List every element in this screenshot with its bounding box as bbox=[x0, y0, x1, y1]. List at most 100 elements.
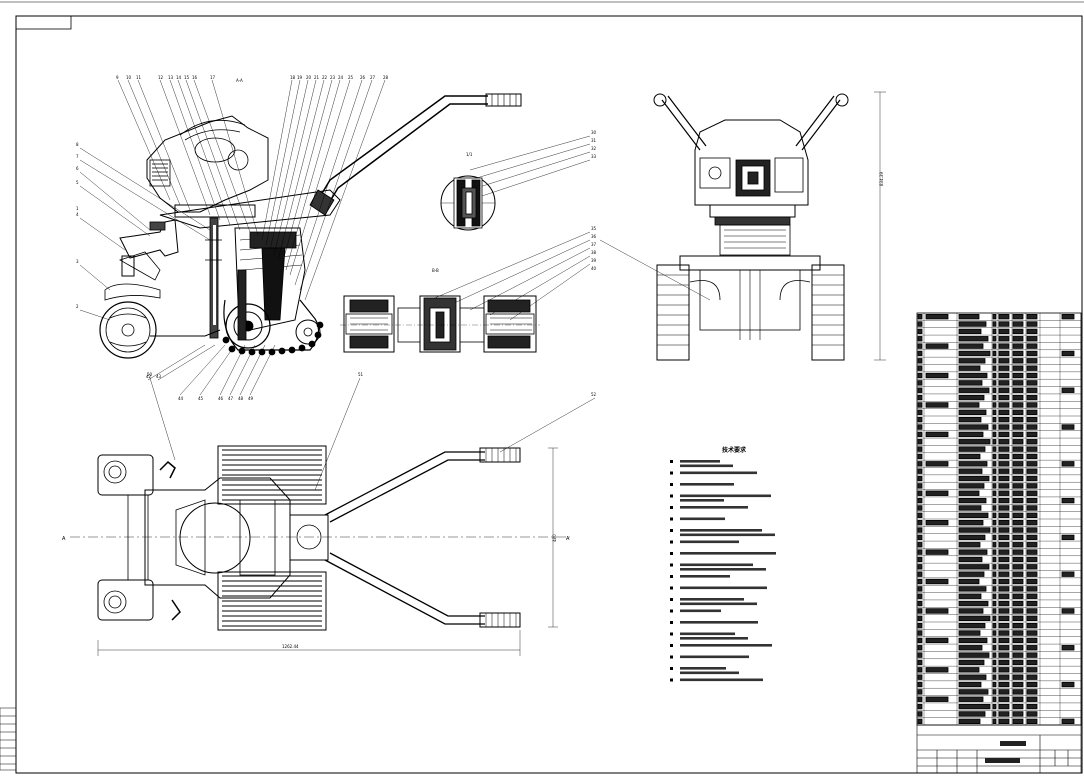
title-block bbox=[916, 724, 1082, 774]
note-number bbox=[670, 644, 673, 647]
bom-cell-text bbox=[1012, 380, 1024, 386]
bom-cell-text bbox=[998, 402, 1010, 408]
bom-cell-text bbox=[917, 505, 923, 511]
note-number bbox=[670, 632, 673, 636]
bom-cell-text bbox=[992, 718, 997, 724]
bom-cell-text bbox=[917, 439, 923, 445]
bom-cell-text bbox=[998, 696, 1010, 702]
bom-cell-text bbox=[1012, 593, 1024, 599]
bom-cell-text bbox=[1026, 564, 1038, 570]
note-number bbox=[670, 667, 673, 670]
bom-cell-text bbox=[1012, 615, 1024, 621]
note-line bbox=[680, 655, 749, 659]
note-line bbox=[680, 637, 748, 640]
note-line bbox=[680, 598, 744, 601]
bom-cell-text bbox=[1026, 372, 1038, 379]
bom-cell-text bbox=[1012, 681, 1024, 688]
plan-track-top bbox=[217, 445, 327, 505]
note-line bbox=[680, 667, 726, 670]
bom-cell-text bbox=[958, 645, 983, 651]
bom-cell-text bbox=[998, 542, 1010, 548]
bom-cell-text bbox=[998, 556, 1010, 563]
note-number bbox=[670, 483, 673, 486]
callout-51: 51 bbox=[358, 372, 364, 377]
bom-cell-text bbox=[1012, 394, 1024, 401]
bom-cell-text bbox=[992, 490, 997, 496]
bom-cell-text bbox=[917, 578, 923, 585]
bom-cell-text bbox=[958, 586, 987, 592]
dim-height: 834.39 bbox=[879, 172, 884, 186]
bom-cell-text bbox=[1012, 623, 1024, 629]
note-number bbox=[670, 552, 673, 555]
bom-cell-text bbox=[917, 343, 923, 349]
bom-cell-text bbox=[925, 667, 949, 673]
callout-12: 12 bbox=[158, 75, 164, 80]
side-revision-strip bbox=[0, 707, 17, 771]
callout-26: 26 bbox=[360, 75, 366, 80]
bom-cell-text bbox=[917, 534, 923, 541]
bom-cell-text bbox=[1026, 409, 1038, 415]
corner-tab bbox=[15, 15, 72, 30]
bom-cell-text bbox=[1026, 394, 1038, 401]
dim-length: 1262.44 bbox=[282, 644, 299, 649]
bom-cell-text bbox=[992, 313, 997, 320]
bom-cell-text bbox=[917, 564, 923, 570]
bom-cell-text bbox=[992, 446, 997, 452]
note-line bbox=[680, 464, 733, 468]
callout-25: 25 bbox=[348, 75, 354, 80]
sheet-border bbox=[15, 15, 1083, 774]
callout-23: 23 bbox=[330, 75, 336, 80]
bom-cell-text bbox=[992, 527, 997, 533]
bom-cell-text bbox=[992, 461, 997, 467]
callout-43: 43 bbox=[156, 374, 162, 379]
bom-cell-text bbox=[1012, 608, 1024, 614]
callout-21: 21 bbox=[314, 75, 320, 80]
bom-cell-text bbox=[958, 534, 986, 541]
note-line bbox=[680, 471, 757, 475]
bom-cell-text bbox=[917, 586, 923, 592]
bom-cell-text bbox=[917, 674, 923, 680]
bom-cell-text bbox=[925, 608, 949, 614]
bom-cell-text bbox=[998, 358, 1010, 364]
callout-1: 1 bbox=[76, 206, 79, 211]
bom-cell-text bbox=[998, 380, 1010, 386]
notes-title: 技术要求 bbox=[722, 446, 747, 454]
note-number bbox=[670, 563, 673, 567]
bom-cell-text bbox=[917, 387, 923, 393]
bom-cell-text bbox=[958, 608, 984, 614]
bom-cell-text bbox=[998, 365, 1010, 371]
bom-cell-text bbox=[958, 439, 991, 445]
bom-cell-text bbox=[1061, 313, 1075, 320]
bom-cell-text bbox=[998, 571, 1010, 577]
callout-35: 35 bbox=[591, 226, 597, 231]
bom-cell-text bbox=[992, 645, 997, 651]
bom-cell-text bbox=[925, 549, 949, 555]
callout-39: 39 bbox=[591, 258, 597, 263]
callout-10: 10 bbox=[126, 75, 132, 80]
note-number bbox=[670, 494, 673, 498]
bom-cell-text bbox=[1061, 718, 1075, 724]
bom-cell-text bbox=[917, 703, 923, 710]
bom-cell-text bbox=[958, 321, 987, 327]
bom-cell-text bbox=[917, 608, 923, 614]
bom-cell-text bbox=[1012, 358, 1024, 364]
bom-cell-text bbox=[958, 593, 982, 599]
bom-cell-text bbox=[1012, 520, 1024, 526]
bom-cell-text bbox=[1012, 674, 1024, 680]
bom-cell-text bbox=[958, 446, 986, 452]
bom-cell-text bbox=[1026, 681, 1038, 688]
bom-cell-text bbox=[925, 313, 949, 320]
bom-cell-text bbox=[958, 350, 991, 357]
callout-8: 8 bbox=[76, 142, 79, 147]
bom-cell-text bbox=[917, 490, 923, 496]
bom-cell-text bbox=[1012, 350, 1024, 357]
bom-cell-text bbox=[998, 505, 1010, 511]
bom-cell-text bbox=[998, 623, 1010, 629]
bom-cell-text bbox=[958, 512, 989, 518]
bom-cell-text bbox=[1061, 350, 1075, 357]
bom-cell-text bbox=[925, 696, 949, 702]
bom-cell-text bbox=[992, 623, 997, 629]
callout-42: 42 bbox=[146, 374, 152, 379]
bom-cell-text bbox=[1012, 424, 1024, 430]
bom-cell-text bbox=[1026, 424, 1038, 430]
